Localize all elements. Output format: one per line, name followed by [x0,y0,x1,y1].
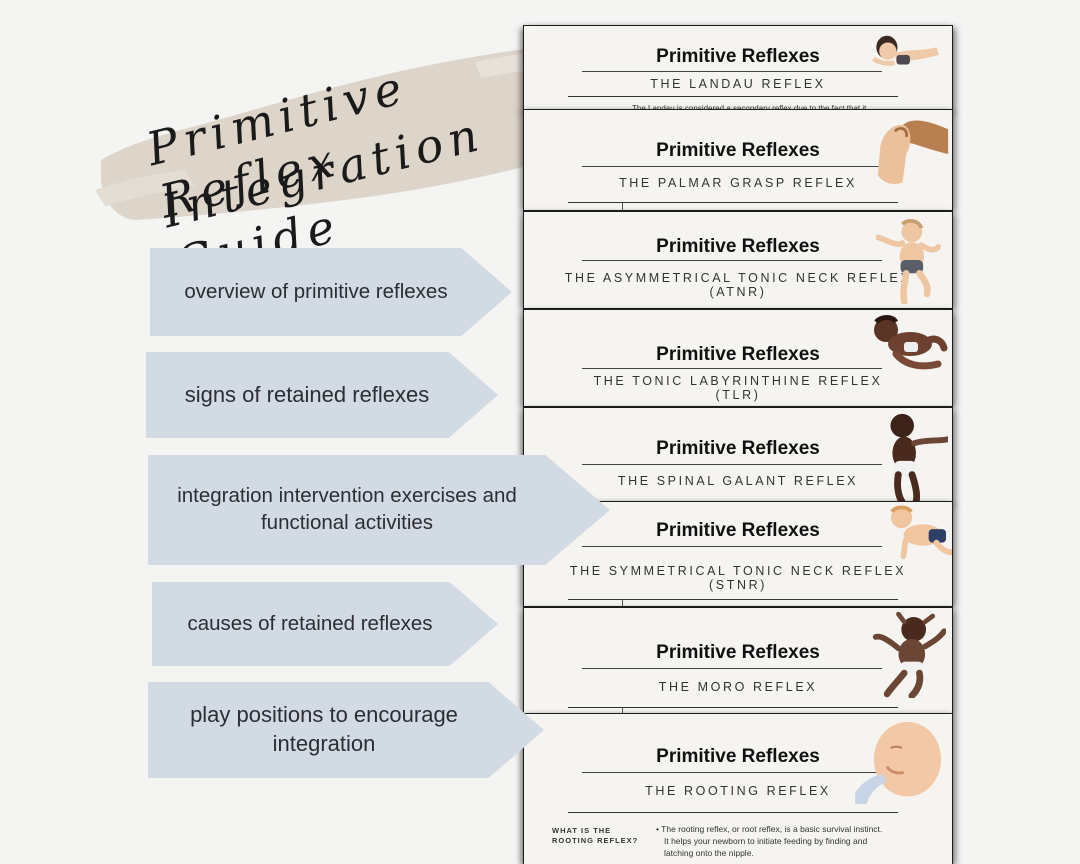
card-reflex-name: THE TONIC LABYRINTHINE REFLEX [593,374,883,388]
card-heading: Primitive Reflexes [656,236,820,257]
baby-atnr-icon [876,219,942,304]
topic-arrow-play-positions: play positions to encourage integration [148,682,544,778]
card-reflex-name: THE SPINAL GALANT REFLEX [617,474,859,488]
card-tick [622,203,623,211]
hand-grasp-icon [877,120,949,184]
reflex-card-tlr: Primitive Reflexes THE TONIC LABYRINTHIN… [524,310,952,406]
reflex-card-landau: Primitive Reflexes THE LANDAU REFLEX The… [524,26,952,113]
rooting-question-line1: WHAT IS THE [552,826,612,835]
topic-label: causes of retained reflexes [187,611,433,635]
card-baseline [568,202,898,203]
card-reflex-name: THE MORO REFLEX [658,680,818,694]
reflex-card-atnr: Primitive Reflexes THE ASYMMETRICAL TONI… [524,212,952,308]
card-baseline [568,599,898,600]
card-baseline [568,96,898,97]
reflex-card-moro: Primitive Reflexes THE MORO REFLEX [524,608,952,716]
card-reflex-name: THE LANDAU REFLEX [650,77,826,91]
topic-arrow-overview: overview of primitive reflexes [150,248,512,336]
baby-tlr-icon [874,315,948,370]
card-reflex-abbr: (TLR) [715,388,761,402]
baby-moro-icon [872,612,946,698]
topic-label: signs of retained reflexes [184,381,430,407]
topic-label: play positions to encourage integration [190,702,458,756]
card-baseline [568,707,898,708]
card-rule [582,464,882,465]
card-reflex-name: THE ROOTING REFLEX [645,784,831,798]
card-rule [582,71,882,72]
topic-arrow-causes: causes of retained reflexes [152,582,498,666]
card-rule [582,668,882,669]
card-heading: Primitive Reflexes [656,642,820,663]
reflex-card-stack: Primitive Reflexes THE LANDAU REFLEX The… [518,22,958,864]
card-heading: Primitive Reflexes [656,746,820,767]
brush-stroke-backdrop [95,44,573,220]
baby-landau-icon [872,35,939,66]
baby-stnr-icon [890,505,952,560]
card-reflex-abbr: (ATNR) [709,285,767,299]
reflex-card-rooting: Primitive Reflexes THE ROOTING REFLEX WH… [524,714,952,864]
card-heading: Primitive Reflexes [656,520,820,541]
card-rule [582,546,882,547]
card-heading: Primitive Reflexes [656,438,820,459]
card-reflex-abbr: (STNR) [709,578,767,592]
baby-spinal-galant-icon [890,413,948,504]
card-rule [582,772,882,773]
topic-label: overview of primitive reflexes [184,279,448,303]
card-heading: Primitive Reflexes [656,140,820,161]
card-rule [582,260,882,261]
card-heading: Primitive Reflexes [656,46,820,67]
topic-arrow-exercises: integration intervention exercises and f… [148,455,610,565]
topic-arrow-signs: signs of retained reflexes [146,352,498,438]
rooting-body-line1: • The rooting reflex, or root reflex, is… [656,824,883,834]
baby-rooting-icon [855,721,942,804]
rooting-body-line2: It helps your newborn to initiate feedin… [664,836,868,846]
reflex-card-spinal-galant: Primitive Reflexes THE SPINAL GALANT REF… [524,408,952,504]
card-baseline [568,812,898,813]
reflex-card-palmar-grasp: Primitive Reflexes THE PALMAR GRASP REFL… [524,110,952,211]
card-reflex-name: THE PALMAR GRASP REFLEX [619,176,857,190]
rooting-body-line3: latching onto the nipple. [664,848,754,858]
card-snippet: The Landau is considered a secondary ref… [632,104,867,113]
card-reflex-name: THE SYMMETRICAL TONIC NECK REFLEX [569,564,907,578]
card-rule [582,368,882,369]
card-reflex-name: THE ASYMMETRICAL TONIC NECK REFLEX [564,271,912,285]
rooting-question-line2: ROOTING REFLEX? [552,836,639,845]
card-rule [582,166,882,167]
card-tick [622,708,623,716]
card-tick [622,600,623,608]
topic-label: integration intervention exercises and f… [177,484,517,534]
card-heading: Primitive Reflexes [656,344,820,365]
